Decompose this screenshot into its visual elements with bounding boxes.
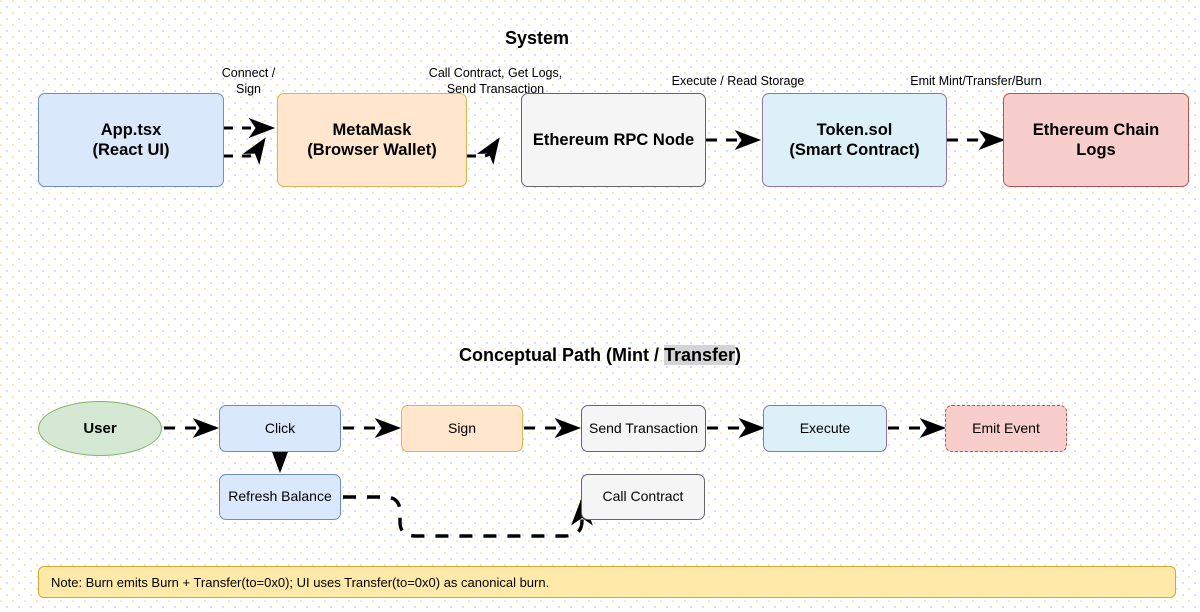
system-node-metamask[interactable]: MetaMask (Browser Wallet)	[277, 93, 467, 187]
system-node-ethereum-chain-logs[interactable]: Ethereum Chain Logs	[1003, 93, 1189, 187]
flow-node-refresh-balance[interactable]: Refresh Balance	[219, 474, 341, 520]
conceptual-title-suffix: )	[735, 345, 742, 365]
section-title-system: System	[504, 28, 570, 48]
edge-refresh-balance-to-call-contract	[343, 495, 593, 538]
note-bar: Note: Burn emits Burn + Transfer(to=0x0)…	[38, 566, 1176, 598]
system-node-ethereum-rpc-node[interactable]: Ethereum RPC Node	[521, 93, 706, 187]
section-title-conceptual-path: Conceptual Path (Mint / Transfer)	[400, 345, 800, 366]
system-node-token-sol[interactable]: Token.sol (Smart Contract)	[762, 93, 947, 187]
flow-node-send-transaction[interactable]: Send Transaction	[581, 405, 706, 452]
conceptual-title-prefix: Conceptual Path (Mint /	[458, 345, 664, 365]
edge-metamask-to-app	[224, 137, 266, 165]
edge-label-execute-read-storage: Execute / Read Storage	[671, 74, 805, 88]
flow-node-click[interactable]: Click	[219, 405, 341, 452]
edge-label-call-contract-get-logs: Call Contract, Get Logs, Send Transactio…	[428, 66, 563, 96]
edge-label-connect-sign: Connect / Sign	[221, 66, 276, 96]
edge-metamask-to-rpc	[467, 137, 500, 165]
system-node-app-tsx[interactable]: App.tsx (React UI)	[38, 93, 224, 187]
conceptual-title-highlight: Transfer	[663, 345, 736, 365]
flow-node-user[interactable]: User	[38, 401, 162, 456]
flow-node-emit-event[interactable]: Emit Event	[945, 405, 1067, 452]
flow-node-call-contract[interactable]: Call Contract	[581, 474, 705, 520]
flow-node-execute[interactable]: Execute	[763, 405, 887, 452]
edge-label-emit-mint-transfer-burn: Emit Mint/Transfer/Burn	[910, 74, 1042, 88]
flow-node-sign[interactable]: Sign	[401, 405, 523, 452]
